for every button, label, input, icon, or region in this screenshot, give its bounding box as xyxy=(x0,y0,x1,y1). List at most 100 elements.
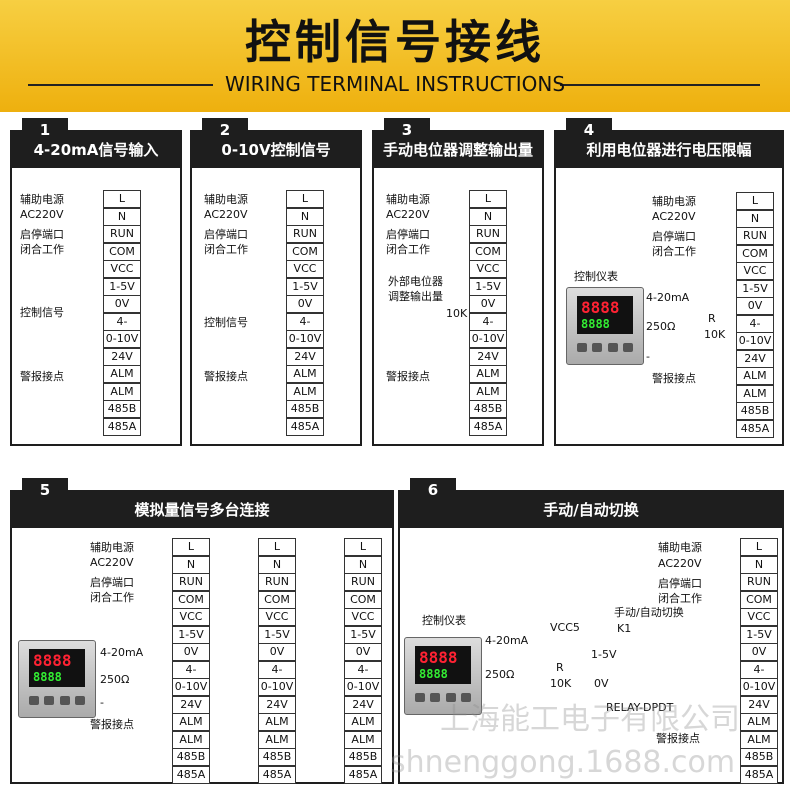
terminal-alm: ALM xyxy=(103,382,141,401)
terminal-0-10v: 0-10V xyxy=(258,678,296,696)
terminal-alm: ALM xyxy=(172,730,210,749)
panel-number: 4 xyxy=(566,118,612,142)
label-close-work: 闭合工作 xyxy=(652,245,696,258)
label-start-stop: 启停端口 xyxy=(652,230,696,243)
label-ac220v: AC220V xyxy=(652,210,696,223)
label-aux-power: 辅助电源 xyxy=(386,193,430,206)
panel-title: 手动/自动切换 xyxy=(400,492,782,528)
label-control-signal: 控制信号 xyxy=(20,306,64,319)
label-aux-power: 辅助电源 xyxy=(90,541,134,554)
terminal-485a: 485A xyxy=(344,765,382,784)
terminal-vcc: VCC xyxy=(172,608,210,626)
meter-sv-digits: 8888 xyxy=(33,670,62,684)
terminal-run: RUN xyxy=(258,573,296,591)
terminal-0v: 0V xyxy=(172,643,210,661)
terminal-alm: ALM xyxy=(344,730,382,749)
terminal-l: L xyxy=(286,190,324,208)
terminal-com: COM xyxy=(258,590,296,609)
header-banner xyxy=(0,0,790,112)
panel-number: 1 xyxy=(22,118,68,142)
terminal-24v: 24V xyxy=(258,695,296,714)
terminal-485b: 485B xyxy=(172,748,210,766)
label-close-work: 闭合工作 xyxy=(204,243,248,256)
label-aux-power: 辅助电源 xyxy=(652,195,696,208)
label-start-stop: 启停端口 xyxy=(658,577,702,590)
terminal-485b: 485B xyxy=(286,400,324,418)
label-4-20ma: 4-20mA xyxy=(646,291,690,304)
terminal-0-10v: 0-10V xyxy=(172,678,210,696)
terminal-alm: ALM xyxy=(286,382,324,401)
terminal-alm: ALM xyxy=(172,713,210,731)
terminal-run: RUN xyxy=(172,573,210,591)
label-start-stop: 启停端口 xyxy=(90,576,134,589)
terminal-485b: 485B xyxy=(258,748,296,766)
label-ac220v: AC220V xyxy=(658,557,702,570)
label-alarm: 警报接点 xyxy=(656,732,700,745)
label-aux-power: 辅助电源 xyxy=(204,193,248,206)
terminal-n: N xyxy=(172,555,210,574)
label-start-stop: 启停端口 xyxy=(204,228,248,241)
terminal-alm: ALM xyxy=(469,365,507,383)
label-alarm: 警报接点 xyxy=(204,370,248,383)
terminal-vcc: VCC xyxy=(469,260,507,278)
terminal-l: L xyxy=(736,192,774,210)
terminal-485b: 485B xyxy=(103,400,141,418)
terminal-0v: 0V xyxy=(286,295,324,313)
terminal-l: L xyxy=(103,190,141,208)
terminal-n: N xyxy=(258,555,296,574)
label-250ohm: 250Ω xyxy=(100,673,130,686)
terminal-1-5v: 1-5V xyxy=(172,625,210,644)
terminal-24v: 24V xyxy=(736,349,774,368)
label-10k: 10K xyxy=(446,307,468,320)
panel-1 xyxy=(10,130,182,446)
terminal-n: N xyxy=(740,555,778,574)
label-ac220v: AC220V xyxy=(204,208,248,221)
terminal-4-20ma: 4-20mA xyxy=(736,314,774,346)
label-manual-auto-switch: 手动/自动切换 xyxy=(614,606,684,619)
terminal-alm: ALM xyxy=(258,730,296,749)
meter-sv-digits: 8888 xyxy=(581,317,610,331)
label-alarm: 警报接点 xyxy=(20,370,64,383)
terminal-0v: 0V xyxy=(740,643,778,661)
label-10k: 10K xyxy=(704,328,726,341)
meter-key xyxy=(59,696,70,705)
panel-3 xyxy=(372,130,544,446)
meter-key xyxy=(415,693,425,702)
meter-pv-digits: 8888 xyxy=(33,651,72,670)
label-250ohm: 250Ω xyxy=(646,320,676,333)
terminal-run: RUN xyxy=(736,227,774,245)
terminal-l: L xyxy=(740,538,778,556)
panel-title: 手动电位器调整输出量 xyxy=(374,132,542,168)
label-close-work: 闭合工作 xyxy=(658,592,702,605)
meter-key xyxy=(622,343,633,352)
terminal-1-5v: 1-5V xyxy=(286,277,324,296)
terminal-1-5v: 1-5V xyxy=(258,625,296,644)
terminal-0-10v: 0-10V xyxy=(740,678,778,696)
terminal-4-20ma: 4-20mA xyxy=(469,312,507,344)
terminal-alm: ALM xyxy=(103,365,141,383)
label-adjust-output: 调整输出量 xyxy=(388,290,443,303)
terminal-l: L xyxy=(469,190,507,208)
terminal-485a: 485A xyxy=(286,417,324,436)
label-control-signal: 控制信号 xyxy=(204,316,248,329)
terminal-0v: 0V xyxy=(469,295,507,313)
terminal-485a: 485A xyxy=(740,765,778,784)
label-vcc5: VCC5 xyxy=(550,621,580,634)
meter-key xyxy=(607,343,618,352)
terminal-485b: 485B xyxy=(740,748,778,766)
meter-key xyxy=(445,693,456,702)
meter-buttons xyxy=(415,693,471,703)
terminal-4-20ma: 4-20mA xyxy=(258,660,296,692)
terminal-run: RUN xyxy=(103,225,141,243)
terminal-0v: 0V xyxy=(736,297,774,315)
terminal-alm: ALM xyxy=(736,384,774,403)
terminal-1-5v: 1-5V xyxy=(469,277,507,296)
meter-sv-digits: 8888 xyxy=(419,667,448,681)
terminal-1-5v: 1-5V xyxy=(736,279,774,298)
meter-key xyxy=(430,693,441,702)
label-1-5v: 1-5V xyxy=(591,648,617,661)
label-alarm: 警报接点 xyxy=(652,372,696,385)
terminal-vcc: VCC xyxy=(258,608,296,626)
